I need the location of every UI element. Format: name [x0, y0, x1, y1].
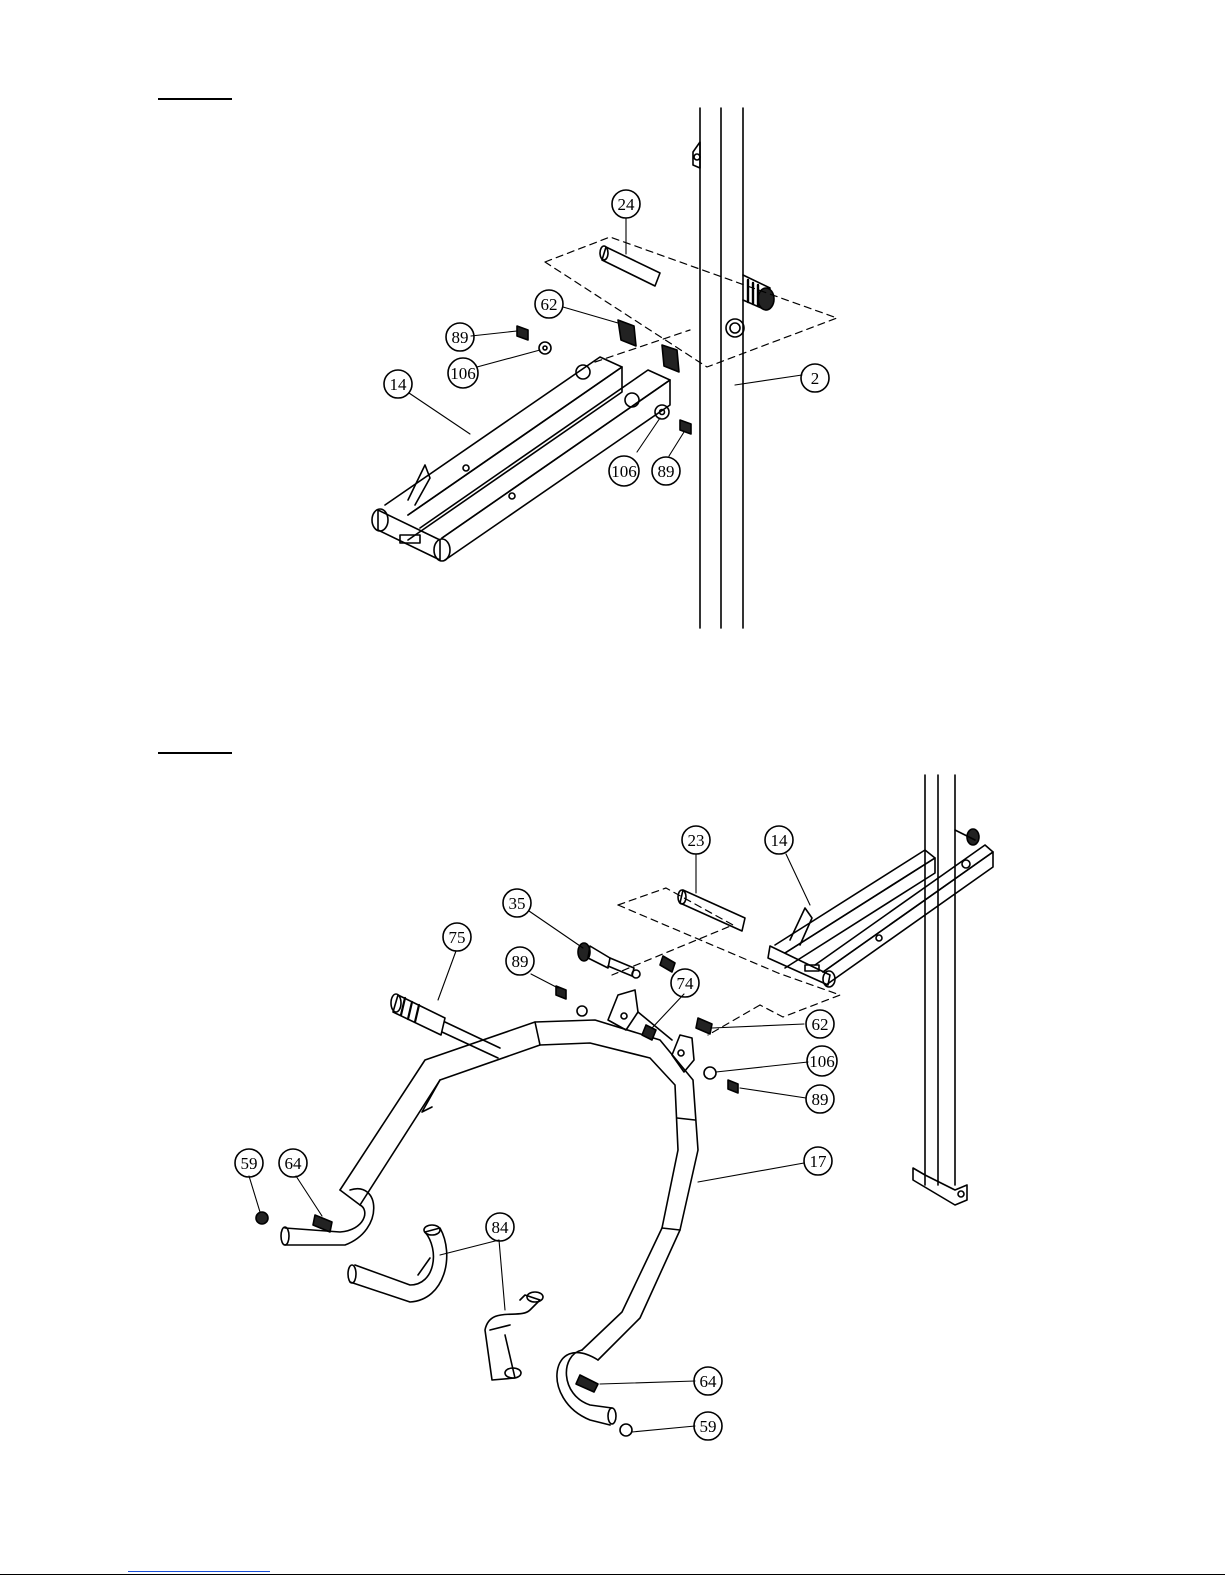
- callout-step2-35: 35: [503, 889, 531, 917]
- callout-label: 24: [618, 195, 636, 214]
- callout-step2-59b: 59: [694, 1412, 722, 1440]
- callout-step2-62: 62: [806, 1010, 834, 1038]
- callout-label: 64: [285, 1154, 303, 1173]
- callout-label: 89: [512, 952, 529, 971]
- callout-step1-106b: 106: [609, 456, 639, 486]
- bracket-part-62: [618, 320, 679, 372]
- bolt-washer-set-left: [517, 326, 551, 354]
- right-handle-end: [557, 1350, 632, 1436]
- callout-label: 23: [688, 831, 705, 850]
- callout-label: 35: [509, 894, 526, 913]
- callout-label: 62: [541, 295, 558, 314]
- upright-frame-step-2: [913, 775, 967, 1205]
- callout-label: 75: [449, 928, 466, 947]
- grip-pad-part-84b: [485, 1292, 543, 1380]
- callout-step2-14: 14: [765, 826, 793, 854]
- callout-label: 64: [700, 1372, 718, 1391]
- callout-step2-59: 59: [235, 1149, 263, 1177]
- callout-step1-24: 24: [612, 190, 640, 218]
- left-handle-end: [256, 1189, 374, 1245]
- callout-step1-2: 2: [801, 364, 829, 392]
- pin-part-23: [678, 890, 745, 931]
- grip-part-75: [391, 994, 500, 1058]
- upright-frame-part-2: [693, 108, 774, 628]
- grip-pad-part-84: [348, 1225, 447, 1302]
- step-1-callouts: 24 62 89 106 14 2 106 89: [384, 190, 829, 486]
- callout-step1-89b: 89: [652, 457, 680, 485]
- callout-label: 106: [450, 364, 476, 383]
- callout-step1-62: 62: [535, 290, 563, 318]
- washer-right-step2: [704, 1067, 716, 1079]
- callout-step1-14: 14: [384, 370, 412, 398]
- step-2-drawing: 23 14 35 75 89 74 62 106 89 17 59 64 84 …: [235, 775, 993, 1440]
- seat-arm-part-14: [372, 357, 670, 561]
- bolt-washer-set-right: [655, 405, 691, 434]
- seat-arm-installed-part-14: [768, 829, 993, 987]
- callout-label: 84: [492, 1218, 510, 1237]
- callout-label: 17: [810, 1152, 828, 1171]
- callout-step2-23: 23: [682, 826, 710, 854]
- washer-left-step2: [577, 1006, 587, 1016]
- step-1-drawing: 24 62 89 106 14 2 106 89: [372, 108, 837, 628]
- bracket-upper: [660, 956, 675, 972]
- callout-step2-75: 75: [443, 923, 471, 951]
- callout-step2-64b: 64: [694, 1367, 722, 1395]
- callout-label: 89: [812, 1090, 829, 1109]
- callout-label: 2: [811, 369, 820, 388]
- callout-label: 89: [452, 328, 469, 347]
- callout-label: 106: [809, 1052, 835, 1071]
- pop-pin-part-35: [578, 943, 640, 978]
- callout-step2-64: 64: [279, 1149, 307, 1177]
- callout-label: 59: [241, 1154, 258, 1173]
- bolt-right-step2: [728, 1080, 738, 1093]
- callout-label: 62: [812, 1015, 829, 1034]
- bracket-right-step2: [696, 1018, 712, 1034]
- callout-label: 89: [658, 462, 675, 481]
- callout-label: 74: [677, 974, 695, 993]
- callout-step2-84: 84: [486, 1213, 514, 1241]
- callout-step1-89: 89: [446, 323, 474, 351]
- callout-step2-17: 17: [804, 1147, 832, 1175]
- callout-step2-74: 74: [671, 969, 699, 997]
- callout-step1-106: 106: [448, 358, 478, 388]
- callout-label: 106: [611, 462, 637, 481]
- press-handle-part-17: [340, 990, 698, 1360]
- callout-label: 59: [700, 1417, 717, 1436]
- callout-step2-89: 89: [506, 947, 534, 975]
- callout-step2-89b: 89: [806, 1085, 834, 1113]
- callout-label: 14: [771, 831, 789, 850]
- callout-label: 14: [390, 375, 408, 394]
- step-2-callouts: 23 14 35 75 89 74 62 106 89 17 59 64 84 …: [235, 826, 837, 1440]
- callout-step2-106: 106: [807, 1046, 837, 1076]
